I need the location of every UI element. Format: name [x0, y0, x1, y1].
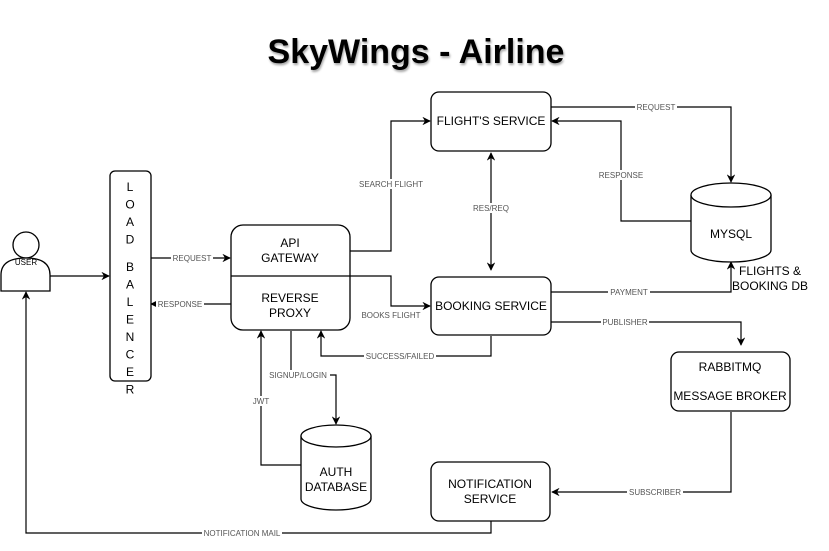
- svg-text:SUCCESS/FAILED: SUCCESS/FAILED: [366, 352, 435, 361]
- lb-letter: D: [126, 233, 135, 247]
- edge-label-books-flight: BOOKS FLIGHT: [359, 310, 423, 320]
- edge-label-success-failed: SUCCESS/FAILED: [364, 351, 436, 361]
- edge-label-response-mysql: RESPONSE: [597, 170, 645, 180]
- edge-label-notification-mail: NOTIFICATION MAIL: [202, 528, 282, 538]
- user-label: USER: [15, 258, 37, 267]
- edge-label-res-req: RES/REQ: [470, 203, 512, 213]
- api-gateway-label-line2: GATEWAY: [261, 251, 319, 265]
- user-head-icon: [12, 231, 40, 259]
- edge-label-search-flight: SEARCH FLIGHT: [357, 179, 425, 189]
- lb-letter: B: [126, 260, 134, 274]
- flights-booking-db-label-line2: BOOKING DB: [732, 279, 808, 293]
- notification-service-node: NOTIFICATION SERVICE: [430, 461, 551, 522]
- svg-text:PAYMENT: PAYMENT: [610, 288, 648, 297]
- svg-text:NOTIFICATION MAIL: NOTIFICATION MAIL: [204, 529, 281, 538]
- lb-letter: A: [126, 278, 134, 292]
- rabbitmq-node: RABBITMQ MESSAGE BROKER: [670, 351, 791, 412]
- notification-service-label-line1: NOTIFICATION: [448, 477, 532, 491]
- mysql-database-node: MYSQL FLIGHTS & BOOKING DB: [690, 182, 808, 293]
- edge-label-payment: PAYMENT: [608, 287, 650, 297]
- lb-letter: L: [127, 295, 134, 309]
- svg-text:SUBSCRIBER: SUBSCRIBER: [629, 488, 681, 497]
- svg-text:SIGNUP/LOGIN: SIGNUP/LOGIN: [269, 371, 327, 380]
- message-broker-label: MESSAGE BROKER: [673, 389, 787, 403]
- svg-text:JWT: JWT: [253, 397, 270, 406]
- reverse-proxy-label-line1: REVERSE: [261, 291, 318, 305]
- edge-label-subscriber: SUBSCRIBER: [627, 487, 683, 497]
- svg-text:PUBLISHER: PUBLISHER: [602, 318, 648, 327]
- api-gateway-node: API GATEWAY REVERSE PROXY: [230, 224, 351, 331]
- flights-service-node: FLIGHT'S SERVICE: [430, 91, 552, 152]
- lb-letter: L: [127, 180, 134, 194]
- notification-service-label-line2: SERVICE: [464, 492, 516, 506]
- svg-text:REQUEST: REQUEST: [173, 254, 212, 263]
- lb-letter: E: [126, 365, 134, 379]
- reverse-proxy-label-line2: PROXY: [269, 306, 311, 320]
- flights-service-label: FLIGHT'S SERVICE: [437, 114, 546, 128]
- edge-subscriber: [551, 412, 732, 497]
- mysql-label: MYSQL: [710, 227, 752, 241]
- auth-database-label-line1: AUTH: [320, 465, 353, 479]
- booking-service-node: BOOKING SERVICE: [430, 276, 552, 336]
- api-gateway-label-line1: API: [280, 236, 299, 250]
- edge-label-response-lb: RESPONSE: [156, 299, 204, 309]
- auth-database-label-line2: DATABASE: [305, 480, 367, 494]
- diagram-title: SkyWings - Airline: [268, 33, 565, 71]
- edge-request-mysql: [551, 106, 736, 183]
- load-balancer-node: L O A D B A L E N C E R: [109, 170, 152, 397]
- flights-booking-db-label-line1: FLIGHTS &: [739, 264, 801, 278]
- edge-label-publisher: PUBLISHER: [601, 317, 649, 327]
- edge-label-request-lb: REQUEST: [171, 253, 213, 263]
- user-actor: USER: [0, 231, 51, 292]
- svg-text:RESPONSE: RESPONSE: [599, 171, 643, 180]
- auth-database-node: AUTH DATABASE: [300, 424, 372, 511]
- lb-letter: R: [126, 383, 135, 397]
- svg-text:RES/REQ: RES/REQ: [473, 204, 509, 213]
- lb-letter: O: [125, 198, 134, 212]
- svg-text:RESPONSE: RESPONSE: [158, 300, 202, 309]
- edge-label-jwt: JWT: [251, 396, 271, 406]
- user-body-icon: [0, 257, 51, 292]
- edge-jwt: [256, 330, 302, 466]
- lb-letter: N: [126, 330, 135, 344]
- lb-letter: C: [126, 348, 135, 362]
- lb-letter: A: [126, 215, 134, 229]
- edge-label-request-mysql: REQUEST: [635, 102, 677, 112]
- svg-text:BOOKS FLIGHT: BOOKS FLIGHT: [361, 311, 420, 320]
- booking-service-label: BOOKING SERVICE: [435, 299, 547, 313]
- rabbitmq-label: RABBITMQ: [699, 360, 762, 374]
- lb-letter: E: [126, 313, 134, 327]
- edge-label-signup-login: SIGNUP/LOGIN: [266, 370, 330, 380]
- svg-text:SEARCH FLIGHT: SEARCH FLIGHT: [359, 180, 423, 189]
- svg-text:REQUEST: REQUEST: [637, 103, 676, 112]
